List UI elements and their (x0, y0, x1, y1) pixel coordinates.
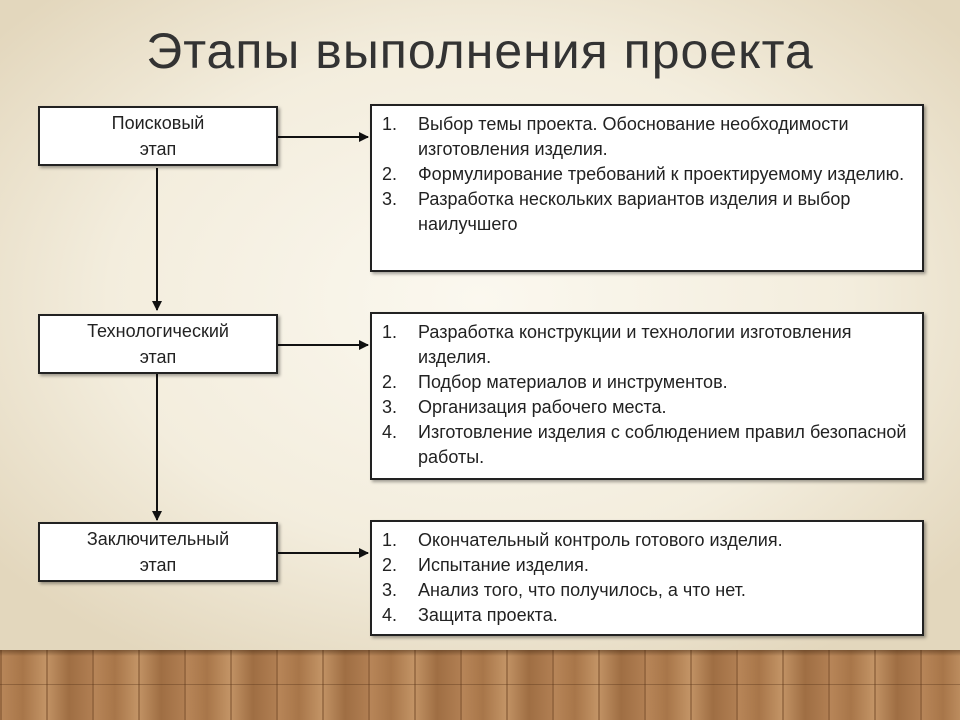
steps-list-final: 1. Окончательный контроль готового издели… (370, 520, 924, 636)
step-number: 3. (382, 397, 398, 417)
step-number: 4. (382, 605, 398, 625)
stage-label-line2: этап (139, 555, 177, 575)
step-number: 2. (382, 164, 398, 184)
list-item: 1. Выбор темы проекта. Обоснование необхо… (382, 112, 912, 162)
list-item: 1. Окончательный контроль готового издели… (382, 528, 912, 553)
stage-box-final: Заключительный этап (38, 522, 278, 582)
step-number: 3. (382, 580, 398, 600)
step-number: 4. (382, 422, 398, 442)
wooden-floor (0, 650, 960, 720)
list-item: 4. Изготовление изделия с соблюдением пра… (382, 420, 912, 470)
stage-box-search: Поисковый этап (38, 106, 278, 166)
list-item: 3. Анализ того, что получилось, а что нет… (382, 578, 912, 603)
step-text: Окончательный контроль готового изделия. (418, 530, 783, 550)
list-item: 2. Испытание изделия. (382, 553, 912, 578)
step-text: Формулирование требований к проектируемо… (418, 164, 905, 184)
list-item: 3. Организация рабочего места. (382, 395, 912, 420)
step-text: Защита проекта. (418, 605, 558, 625)
step-text: Организация рабочего места. (418, 397, 667, 417)
step-number: 2. (382, 555, 398, 575)
step-text: Выбор темы проекта. Обоснование необходи… (418, 114, 849, 159)
list-item: 2. Формулирование требований к проектируе… (382, 162, 912, 187)
step-number: 1. (382, 322, 398, 342)
stage-label-line1: Поисковый (111, 113, 205, 133)
step-text: Подбор материалов и инструментов. (418, 372, 728, 392)
page-title: Этапы выполнения проекта (146, 23, 814, 79)
step-number: 3. (382, 189, 398, 209)
list-item: 2. Подбор материалов и инструментов. (382, 370, 912, 395)
list-item: 1. Разработка конструкции и технологии из… (382, 320, 912, 370)
steps-list-technological: 1. Разработка конструкции и технологии из… (370, 312, 924, 480)
step-number: 1. (382, 114, 398, 134)
steps-list-search: 1. Выбор темы проекта. Обоснование необхо… (370, 104, 924, 272)
list-item: 4. Защита проекта. (382, 603, 912, 628)
stage-label-line1: Заключительный (86, 529, 230, 549)
step-text: Разработка конструкции и технологии изго… (418, 322, 852, 367)
stage-label-line1: Технологический (87, 321, 229, 341)
step-text: Анализ того, что получилось, а что нет. (418, 580, 746, 600)
list-item: 3. Разработка нескольких вариантов издели… (382, 187, 912, 237)
step-number: 1. (382, 530, 398, 550)
step-text: Разработка нескольких вариантов изделия … (418, 189, 851, 234)
stage-label-line2: этап (139, 347, 177, 367)
step-text: Испытание изделия. (418, 555, 589, 575)
stage-box-technological: Технологический этап (38, 314, 278, 374)
stage-label-line2: этап (139, 139, 177, 159)
step-number: 2. (382, 372, 398, 392)
step-text: Изготовление изделия с соблюдением прави… (418, 422, 907, 467)
